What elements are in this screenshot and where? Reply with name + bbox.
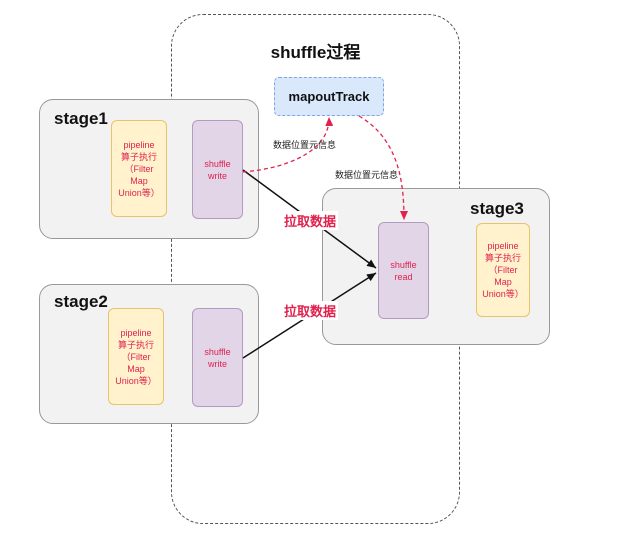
stage2-pipeline-text: pipeline 算子执行 （Filter Map Union等）	[115, 327, 157, 386]
stage2-shuffle-write-text: shuffle write	[204, 346, 231, 369]
stage1-shuffle-write-text: shuffle write	[204, 158, 231, 181]
stage3-shuffle-read-node: shuffle read	[378, 222, 429, 319]
stage3-shuffle-read-text: shuffle read	[390, 259, 417, 282]
stage2-label: stage2	[54, 292, 108, 311]
shuffle-process-title: shuffle过程	[270, 43, 361, 62]
pull-data-label-2: 拉取数据	[282, 301, 339, 320]
stage1-pipeline-text: pipeline 算子执行 （Filter Map Union等）	[118, 139, 160, 198]
stage2-pipeline-node: pipeline 算子执行 （Filter Map Union等）	[108, 308, 164, 405]
stage1-shuffle-write-node: shuffle write	[192, 120, 243, 219]
stage1-label: stage1	[54, 109, 108, 128]
stage1-pipeline-node: pipeline 算子执行 （Filter Map Union等）	[111, 120, 167, 217]
metadata-edge-up	[242, 116, 334, 173]
metadata-edge-down	[358, 115, 408, 221]
stage2-shuffle-write-node: shuffle write	[192, 308, 243, 407]
mapout-tracker-node: mapoutTrack	[274, 77, 384, 116]
stage3-label: stage3	[470, 199, 524, 218]
metadata-label-down: 数据位置元信息	[335, 170, 399, 180]
pull-data-label-1: 拉取数据	[282, 211, 339, 230]
metadata-label-up: 数据位置元信息	[273, 140, 337, 150]
stage3-pipeline-node: pipeline 算子执行 （Filter Map Union等）	[476, 223, 530, 317]
stage3-pipeline-text: pipeline 算子执行 （Filter Map Union等）	[482, 241, 524, 299]
